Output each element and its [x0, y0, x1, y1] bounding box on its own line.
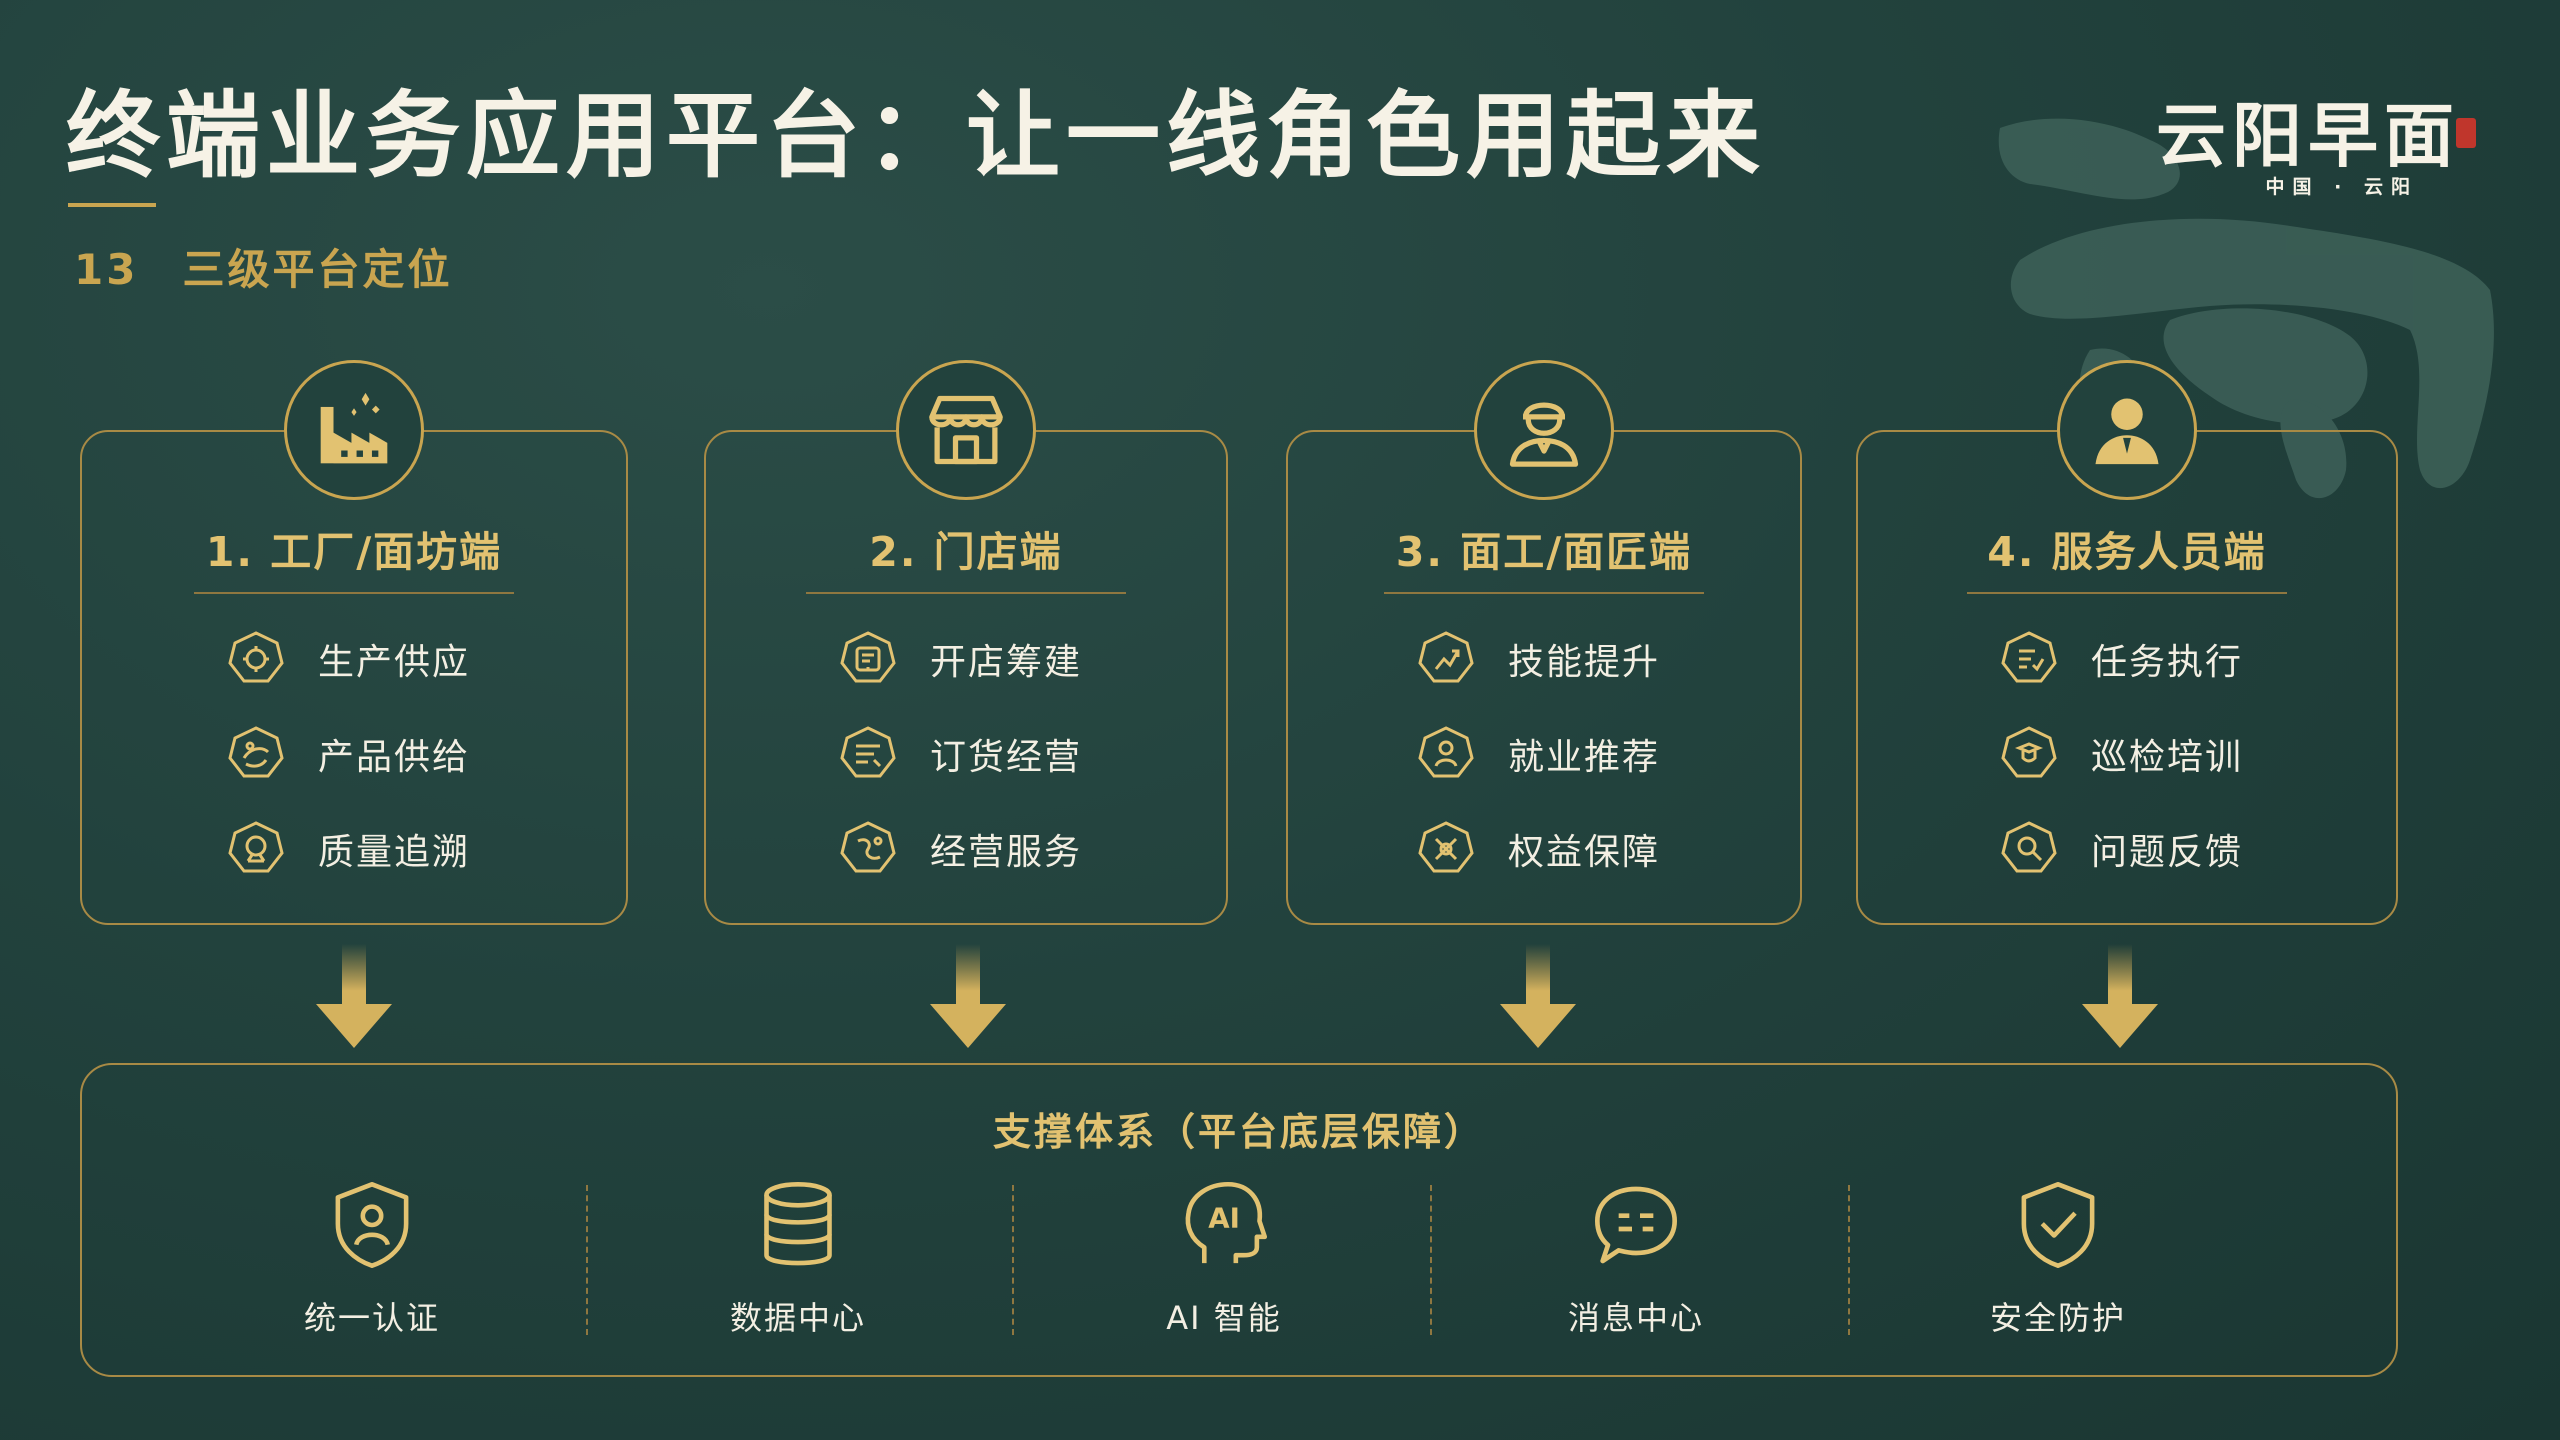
support-item: AI AI 智能	[1094, 1175, 1354, 1355]
card-divider	[806, 592, 1126, 594]
item-label: 开店筹建	[930, 642, 1083, 683]
svg-text:AI: AI	[1208, 1202, 1240, 1235]
item-label: 技能提升	[1508, 642, 1661, 683]
store-icon	[896, 360, 1036, 500]
card-divider	[1384, 592, 1704, 594]
list-item: 订货经营	[838, 723, 1138, 785]
ai-head-icon: AI	[1174, 1175, 1274, 1275]
card-factory: 1. 工厂/面坊端 生产供应 产品供给	[80, 360, 628, 925]
support-divider	[1012, 1185, 1014, 1335]
support-divider	[1848, 1185, 1850, 1335]
item-label: 经营服务	[930, 832, 1083, 873]
card-divider	[1967, 592, 2287, 594]
list-item: 经营服务	[838, 818, 1138, 880]
item-label: 权益保障	[1508, 832, 1661, 873]
factory-icon	[284, 360, 424, 500]
chat-bubble-icon	[1586, 1175, 1686, 1275]
list-item: 技能提升	[1416, 628, 1716, 690]
section-title: 三级平台定位	[182, 245, 453, 294]
section-subtitle: 13 三级平台定位	[74, 236, 452, 297]
quality-trace-icon	[226, 819, 286, 879]
list-item: 开店筹建	[838, 628, 1138, 690]
item-label: 问题反馈	[2091, 832, 2244, 873]
skill-up-icon	[1416, 629, 1476, 689]
logo-subtitle: 中国 · 云阳	[2265, 176, 2418, 198]
support-label: 数据中心	[729, 1299, 866, 1337]
list-item: 问题反馈	[1999, 818, 2299, 880]
card-store: 2. 门店端 开店筹建 订货经营	[704, 360, 1228, 925]
inspection-training-icon	[1999, 724, 2059, 784]
support-divider	[1430, 1185, 1432, 1335]
task-execute-icon	[1999, 629, 2059, 689]
card-worker: 3. 面工/面匠端 技能提升 就业推荐	[1286, 360, 1802, 925]
worker-icon	[1474, 360, 1614, 500]
database-icon	[748, 1175, 848, 1275]
down-arrow-icon	[2082, 944, 2158, 1048]
list-item: 任务执行	[1999, 628, 2299, 690]
support-label: 消息中心	[1567, 1299, 1704, 1337]
down-arrow-icon	[316, 944, 392, 1048]
item-label: 就业推荐	[1508, 737, 1661, 778]
section-number: 13	[74, 245, 139, 294]
down-arrow-icon	[930, 944, 1006, 1048]
item-label: 质量追溯	[318, 832, 471, 873]
card-item-list: 生产供应 产品供给 质量追溯	[226, 628, 526, 913]
list-item: 质量追溯	[226, 818, 526, 880]
support-divider	[586, 1185, 588, 1335]
service-staff-icon	[2057, 360, 2197, 500]
support-label: AI 智能	[1166, 1299, 1282, 1337]
card-item-list: 任务执行 巡检培训 问题反馈	[1999, 628, 2299, 913]
item-label: 巡检培训	[2091, 737, 2244, 778]
store-setup-icon	[838, 629, 898, 689]
ordering-icon	[838, 724, 898, 784]
support-item: 安全防护	[1928, 1175, 2188, 1355]
rights-protection-icon	[1416, 819, 1476, 879]
support-system-panel: 支撑体系（平台底层保障） 统一认证 数据中心 AI	[80, 1063, 2398, 1377]
product-supply-icon	[226, 724, 286, 784]
card-divider	[194, 592, 514, 594]
item-label: 产品供给	[318, 737, 471, 778]
item-label: 任务执行	[2091, 642, 2244, 683]
list-item: 巡检培训	[1999, 723, 2299, 785]
job-recommend-icon	[1416, 724, 1476, 784]
support-label: 安全防护	[1989, 1299, 2126, 1337]
card-title: 2. 门店端	[869, 528, 1063, 576]
feedback-icon	[1999, 819, 2059, 879]
down-arrow-icon	[1500, 944, 1576, 1048]
item-label: 订货经营	[930, 737, 1083, 778]
support-label: 统一认证	[303, 1299, 440, 1337]
page-title: 终端业务应用平台：让一线角色用起来	[66, 82, 1767, 191]
card-title: 4. 服务人员端	[1987, 528, 2267, 576]
logo-seal	[2456, 118, 2476, 148]
support-item: 消息中心	[1506, 1175, 1766, 1355]
card-title: 1. 工厂/面坊端	[205, 528, 503, 576]
list-item: 就业推荐	[1416, 723, 1716, 785]
logo-wordmark: 云阳早面	[2156, 95, 2460, 177]
operation-service-icon	[838, 819, 898, 879]
list-item: 产品供给	[226, 723, 526, 785]
item-label: 生产供应	[318, 642, 471, 683]
card-item-list: 开店筹建 订货经营 经营服务	[838, 628, 1138, 913]
list-item: 权益保障	[1416, 818, 1716, 880]
title-underline	[68, 203, 156, 207]
card-title: 3. 面工/面匠端	[1395, 528, 1693, 576]
support-title: 支撑体系（平台底层保障）	[992, 1110, 1485, 1154]
user-shield-icon	[322, 1175, 422, 1275]
card-service-staff: 4. 服务人员端 任务执行 巡检培训	[1856, 360, 2398, 925]
shield-check-icon	[2008, 1175, 2108, 1275]
support-item: 统一认证	[242, 1175, 502, 1355]
production-supply-icon	[226, 629, 286, 689]
support-item: 数据中心	[668, 1175, 928, 1355]
card-item-list: 技能提升 就业推荐 权益保障	[1416, 628, 1716, 913]
list-item: 生产供应	[226, 628, 526, 690]
